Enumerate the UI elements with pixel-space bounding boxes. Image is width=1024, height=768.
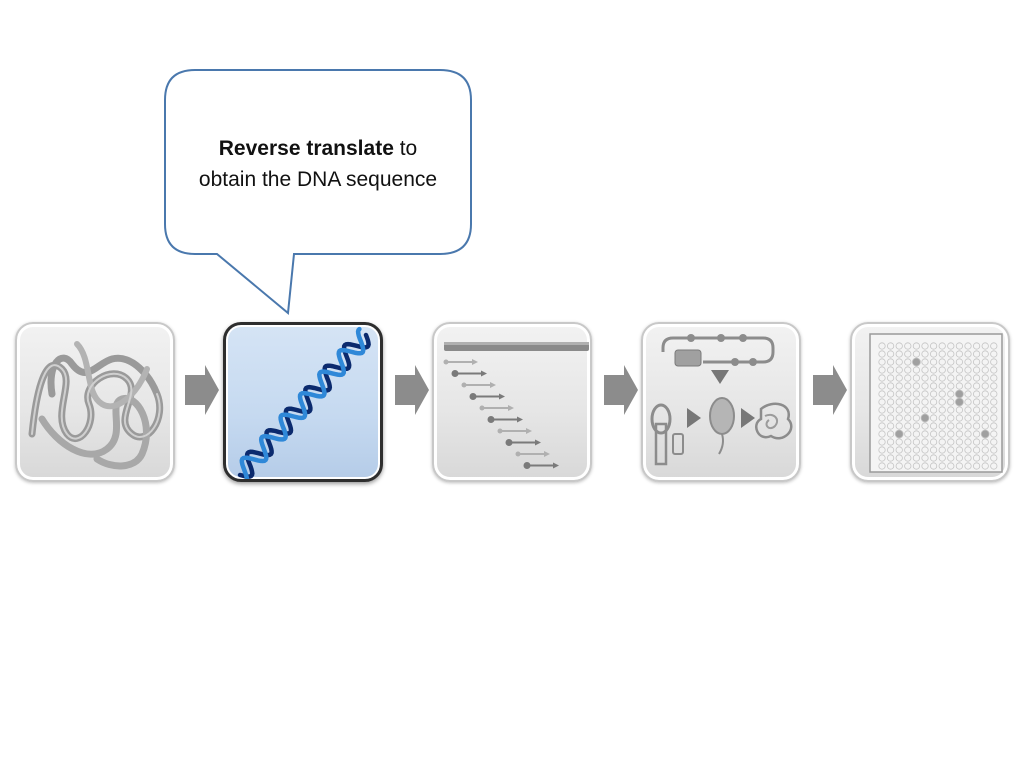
oligo-staircase-icon bbox=[443, 342, 589, 469]
callout-text: Reverse translate to obtain the DNA sequ… bbox=[168, 133, 468, 195]
arrow-right-icon bbox=[604, 365, 638, 415]
callout-line2: obtain the DNA sequence bbox=[198, 168, 438, 191]
dna-helix-icon bbox=[237, 326, 371, 479]
callout-bold-text: Reverse translate bbox=[218, 137, 394, 160]
step-protein-structure bbox=[15, 322, 175, 482]
callout-text-after: to bbox=[393, 137, 418, 160]
arrow-right-icon bbox=[813, 365, 847, 415]
step-dna-sequence bbox=[223, 322, 383, 482]
step-cloning-expression bbox=[641, 322, 801, 482]
arrow-right-icon bbox=[185, 365, 219, 415]
protein-coil-icon bbox=[28, 341, 164, 470]
step-screening-plate bbox=[850, 322, 1010, 482]
plasmid-expression-icon bbox=[650, 334, 793, 466]
step-oligo-assembly bbox=[432, 322, 592, 482]
arrow-right-icon bbox=[395, 365, 429, 415]
well-plate-icon bbox=[869, 333, 1003, 473]
